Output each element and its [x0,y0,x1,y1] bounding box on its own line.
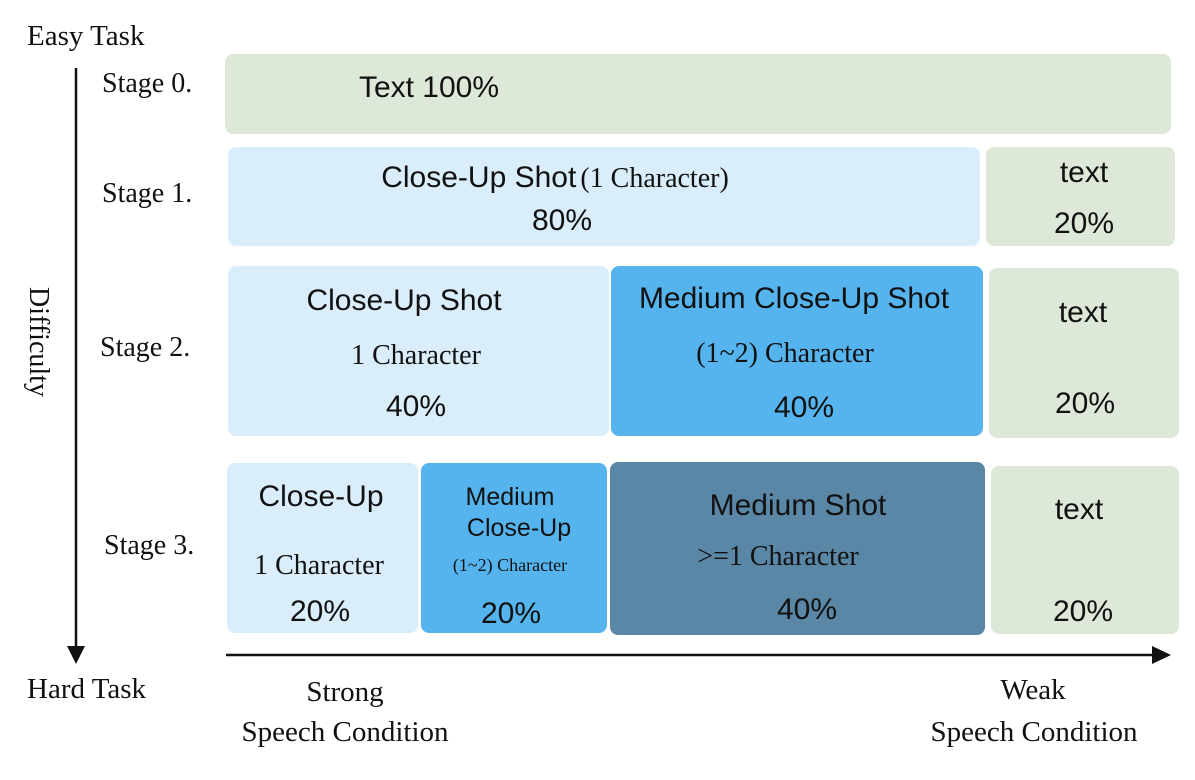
strong-label-line2: Speech Condition [241,716,449,748]
stage-1-closeup-title: Close-Up Shot [381,161,577,194]
stage-1-closeup-box: Close-Up Shot (1 Character) 80% [228,147,980,246]
stage-1-label: Stage 1. [102,178,193,209]
stage-1-text-pct: 20% [1053,207,1115,240]
stage-0-text-box: Text 100% [225,54,1171,134]
stage-3-medium-closeup-detail: (1~2) Character [452,555,568,575]
vertical-arrow [67,68,85,664]
stage-2-medium-closeup-box: Medium Close-Up Shot (1~2) Character 40% [611,266,983,436]
easy-task-label: Easy Task [27,20,145,52]
stage-3-medium-closeup-pct: 20% [480,597,542,630]
stage-3-medium-closeup-title-2: Close-Up [466,514,572,542]
stage-3-closeup-title: Close-Up [258,480,384,513]
stage-2-medium-pct: 40% [773,391,835,424]
stage-3-medium-closeup-box: Medium Close-Up (1~2) Character 20% [421,463,607,633]
stage-3-text-box: text 20% [991,466,1179,634]
stage-3-medium-title: Medium Shot [709,489,887,522]
stage-2-label: Stage 2. [100,332,191,363]
stage-1-text-label: text [1059,156,1109,189]
stage-3-medium-pct: 40% [776,593,838,626]
stage-3-text-label: text [1054,493,1104,526]
stage-2-text-label: text [1058,296,1108,329]
stage-0-label: Stage 0. [102,68,193,99]
stage-1-closeup-title-line: Close-Up Shot (1 Character) [381,161,729,195]
stage-3-label: Stage 3. [104,530,195,561]
stage-2-closeup-detail: 1 Character [351,340,481,371]
stage-1-closeup-detail: (1 Character) [580,163,729,194]
stage-2-text-pct: 20% [1054,387,1116,420]
hard-task-label: Hard Task [27,673,147,705]
weak-label-line1: Weak [1000,674,1066,706]
stage-1-text-box: text 20% [986,147,1175,246]
stage-2-closeup-pct: 40% [385,390,447,423]
stage-2-medium-title: Medium Close-Up Shot [638,282,950,315]
stage-3-medium-detail: >=1 Character [697,541,859,572]
stage-3-closeup-detail: 1 Character [254,550,384,581]
stage-3-medium-closeup-title-1: Medium [465,483,555,511]
stage-2-medium-detail: (1~2) Character [696,338,874,369]
stage-2-closeup-title: Close-Up Shot [306,284,502,317]
stage-3-closeup-box: Close-Up 1 Character 20% [227,463,418,633]
stage-2-text-box: text 20% [989,268,1179,438]
stage-2-closeup-box: Close-Up Shot 1 Character 40% [228,266,609,436]
stage-3-medium-shot-box: Medium Shot >=1 Character 40% [610,462,985,635]
stage-0-text: Text 100% [358,71,500,104]
strong-label-line1: Strong [306,676,384,708]
stage-3-closeup-pct: 20% [289,595,351,628]
stage-3-text-pct: 20% [1052,595,1114,628]
stage-1-closeup-pct: 80% [531,204,593,237]
horizontal-arrow [226,646,1171,664]
weak-label-line2: Speech Condition [930,716,1138,748]
